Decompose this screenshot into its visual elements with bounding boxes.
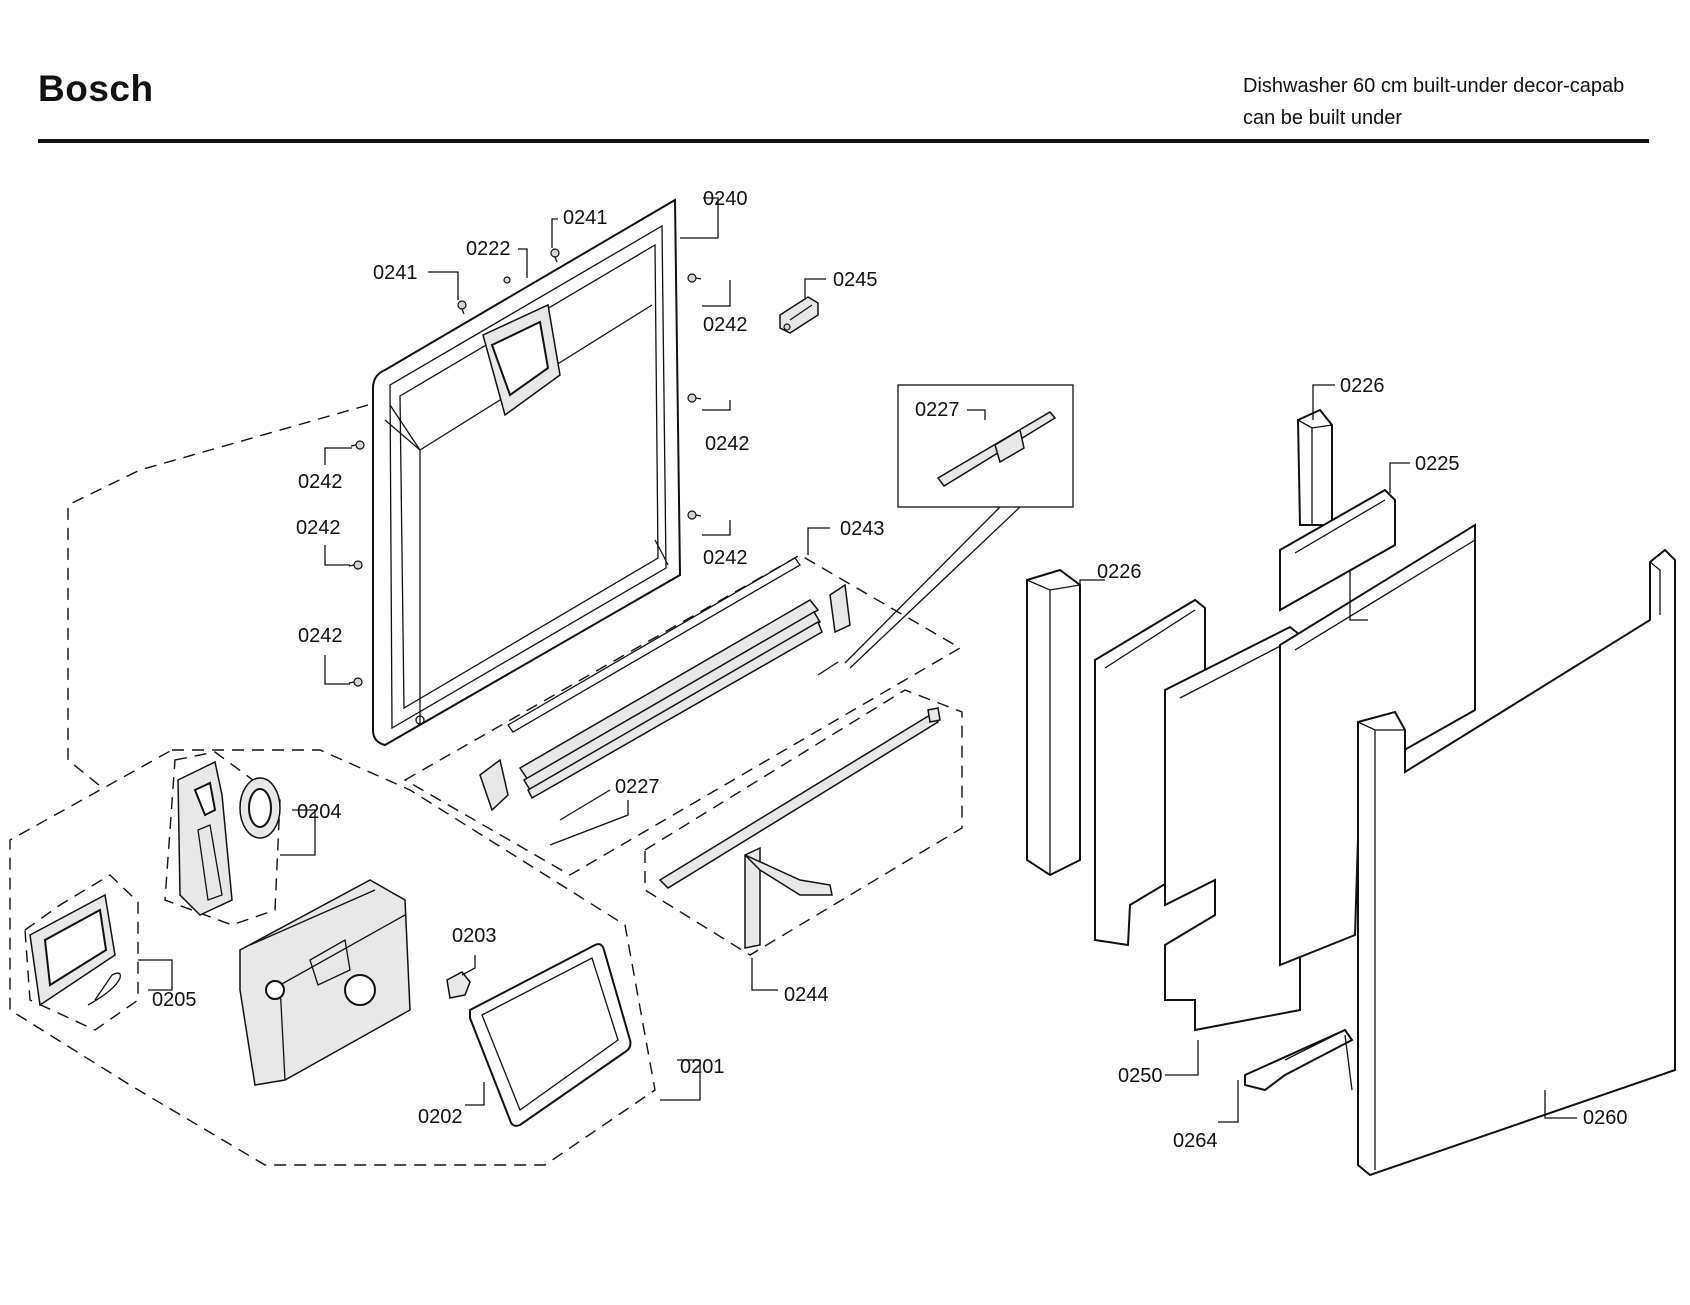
screw-icon [687, 273, 702, 283]
callout-0243: 0243 [840, 518, 885, 540]
description-line-1: Dishwasher 60 cm built-under decor-capab [1243, 75, 1625, 97]
part-0204-group-outline [164, 751, 281, 926]
bracket-0244 [658, 707, 941, 949]
trim-strip-0226-b [1296, 408, 1333, 526]
callout-0222: 0222 [466, 238, 511, 260]
seal-detail-inset [844, 384, 1074, 669]
small-part-0203 [446, 971, 471, 999]
callout-0226-top: 0226 [1340, 375, 1385, 397]
screw-icon [503, 276, 511, 284]
callout-0242-left-top: 0242 [298, 471, 343, 493]
callout-labels: 0241 0241 0222 0240 0245 0242 0242 0242 … [152, 188, 1628, 1152]
outer-panel-0260 [1357, 548, 1676, 1177]
leader-lines [138, 197, 1577, 1123]
callout-0240: 0240 [703, 188, 748, 210]
callout-0202: 0202 [418, 1106, 463, 1128]
callout-0227-inset: 0227 [915, 399, 960, 421]
hinge-clip-0245 [779, 296, 819, 334]
callout-0245: 0245 [833, 269, 878, 291]
callout-0241-left: 0241 [373, 262, 418, 284]
callout-0242-right-middle: 0242 [705, 433, 750, 455]
header-divider [38, 139, 1649, 143]
bracket-0264 [1244, 1028, 1354, 1092]
panel-0225 [1279, 488, 1396, 612]
screw-icon [687, 393, 702, 403]
callout-0203: 0203 [452, 925, 497, 947]
description-line-2: can be built under [1243, 107, 1403, 129]
callout-0242-right-bottom: 0242 [703, 547, 748, 569]
callout-0242-left-bottom: 0242 [298, 625, 343, 647]
screw-icon [687, 510, 702, 520]
callout-0244: 0244 [784, 984, 829, 1006]
callout-0226-middle: 0226 [1097, 561, 1142, 583]
callout-0260: 0260 [1583, 1107, 1628, 1129]
door-group-outline [67, 404, 369, 791]
controller-module [239, 879, 411, 1086]
screw-icon [457, 300, 467, 315]
screw-icon [348, 560, 363, 570]
display-module-0205 [29, 893, 121, 1007]
control-knob-housing-0204 [177, 760, 281, 916]
part-0244-group-outline [644, 689, 963, 956]
callout-0225: 0225 [1415, 453, 1460, 475]
callout-0201: 0201 [680, 1056, 725, 1078]
lower-seal-rails-0243 [479, 557, 851, 821]
cover-frame-0202 [469, 943, 632, 1127]
part-0243-group-outline [403, 554, 962, 876]
callout-0264: 0264 [1173, 1130, 1218, 1152]
model-description: Dishwasher 60 cm built-under decor-capab… [1243, 70, 1624, 134]
inset-frame [897, 384, 1074, 508]
callout-0204: 0204 [297, 801, 342, 823]
fasteners [348, 248, 702, 687]
screw-icon [550, 248, 560, 263]
screw-icon [348, 677, 363, 687]
trim-strip-0226-a [1026, 568, 1081, 877]
callout-0205: 0205 [152, 989, 197, 1011]
screw-icon [350, 440, 365, 450]
callout-0227: 0227 [615, 776, 660, 798]
control-panel-group-outline [9, 749, 656, 1166]
callout-0242-right-top: 0242 [703, 314, 748, 336]
door-frame-0240 [372, 198, 682, 747]
callout-0250: 0250 [1118, 1065, 1163, 1087]
callout-0241-top: 0241 [563, 207, 608, 229]
brand-name: Bosch [38, 68, 154, 109]
callout-0242-left-middle: 0242 [296, 517, 341, 539]
